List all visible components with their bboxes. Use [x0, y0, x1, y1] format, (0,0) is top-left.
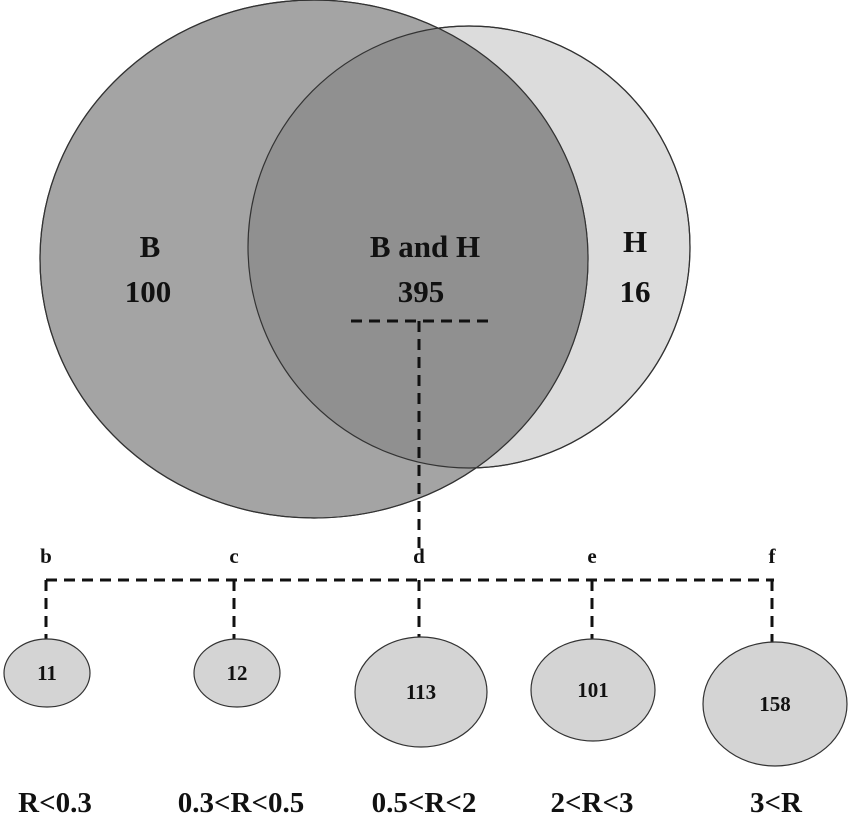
group-circle-f	[702, 641, 848, 767]
b-circle-outline	[39, 0, 589, 519]
group-range-e: 2<R<3	[551, 787, 634, 819]
group-range-b: R<0.3	[18, 787, 92, 819]
group-range-f: 3<R	[750, 787, 803, 819]
overlap-label: B and H	[370, 229, 480, 264]
group-letter-e: e	[587, 544, 596, 568]
group-count-e: 101	[577, 678, 609, 702]
group-range-c: 0.3<R<0.5	[178, 787, 305, 819]
h-circle-outline	[247, 25, 691, 469]
group-count-d: 113	[406, 680, 436, 704]
group-circle-c	[193, 638, 281, 708]
group-circle-e	[530, 638, 656, 742]
group-letter-b: b	[40, 544, 52, 568]
b-label: B	[140, 229, 161, 264]
b-count: 100	[125, 274, 172, 309]
h-label: H	[623, 224, 647, 259]
group-circle-d	[354, 636, 488, 748]
group-count-c: 12	[227, 661, 248, 685]
group-circle-b	[3, 638, 91, 708]
overlap-region	[248, 26, 588, 468]
group-letter-f: f	[769, 544, 777, 568]
overlap-count: 395	[398, 274, 445, 309]
group-letter-d: d	[413, 544, 425, 568]
group-layer: b 11R<0.3 c 12 0.3<R<0.5 d 113 0.5<R<2 e 101 2<R<3…	[3, 544, 848, 819]
h-count: 16	[620, 274, 651, 309]
group-range-d: 0.5<R<2	[372, 787, 477, 819]
group-count-f: 158	[759, 692, 791, 716]
group-count-b: 11	[37, 661, 57, 685]
group-letter-c: c	[229, 544, 238, 568]
